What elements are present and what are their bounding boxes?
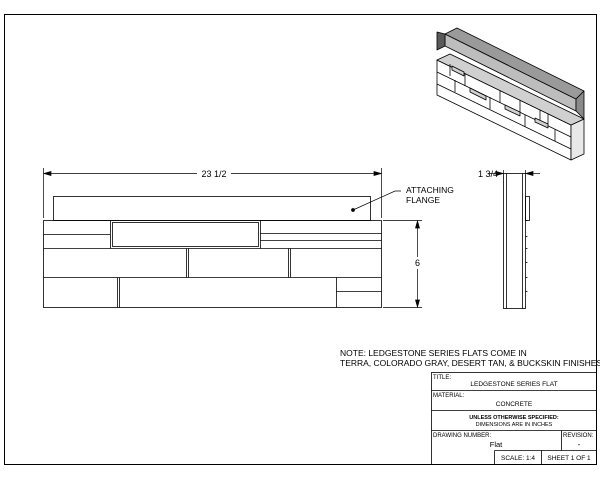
height-dimension-label: 6	[415, 258, 420, 268]
finish-note-line1: NOTE: LEDGESTONE SERIES FLATS COME IN	[340, 348, 527, 358]
height-dimension-mask	[412, 257, 423, 269]
title-block	[431, 372, 597, 465]
front-view	[43, 196, 382, 308]
title-value: LEDGESTONE SERIES FLAT	[470, 381, 557, 388]
material-value: CONCRETE	[496, 401, 533, 408]
drawing-number-value: Flat	[490, 440, 503, 449]
isometric-view	[436, 27, 585, 161]
sheet-border	[4, 14, 597, 465]
depth-dimension	[488, 170, 540, 176]
attaching-flange	[53, 196, 371, 221]
sheet-label: SHEET 1 OF 1	[547, 455, 591, 462]
side-view	[503, 173, 530, 309]
flange-callout-leader	[351, 190, 401, 212]
depth-dimension-label: 1 3/4	[478, 169, 498, 179]
drawing-number-label: DRAWING NUMBER:	[433, 433, 491, 439]
revision-label: REVISION:	[563, 433, 594, 439]
unless-specified-note: UNLESS OTHERWISE SPECIFIED:	[469, 415, 559, 421]
material-label: MATERIAL:	[433, 393, 465, 399]
flange-callout-line2: FLANGE	[406, 195, 440, 205]
finish-note-line2: TERRA, COLORADO GRAY, DESERT TAN, & BUCK…	[340, 358, 600, 368]
length-dimension-mask	[197, 167, 231, 178]
title-label: TITLE:	[433, 375, 451, 381]
scale-label: SCALE: 1:4	[501, 455, 535, 462]
length-dimension-label: 23 1/2	[201, 169, 226, 179]
dimensions-in-inches-note: DIMENSIONS ARE IN INCHES	[476, 422, 553, 428]
flange-callout-line1: ATTACHING	[406, 185, 454, 195]
stone-body	[43, 220, 382, 308]
revision-value: -	[578, 440, 581, 449]
